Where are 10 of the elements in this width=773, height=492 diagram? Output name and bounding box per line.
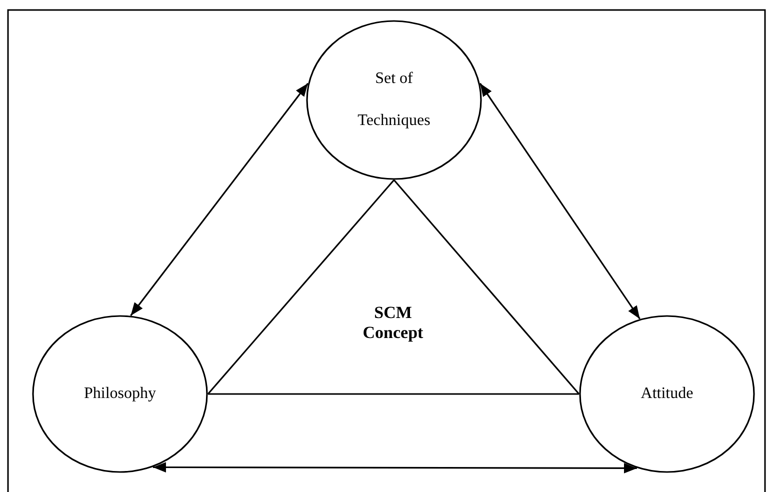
double-arrow [152, 462, 637, 474]
double-arrow [479, 82, 640, 320]
connector-line [208, 393, 579, 395]
center-label: SCM Concept [362, 303, 424, 343]
node-label: Philosophy [84, 384, 156, 404]
node-label: Attitude [640, 384, 694, 404]
double-arrow [130, 82, 309, 316]
connector-line [393, 179, 580, 395]
connector-line [207, 179, 395, 395]
node-label: Set of Techniques [356, 69, 432, 131]
